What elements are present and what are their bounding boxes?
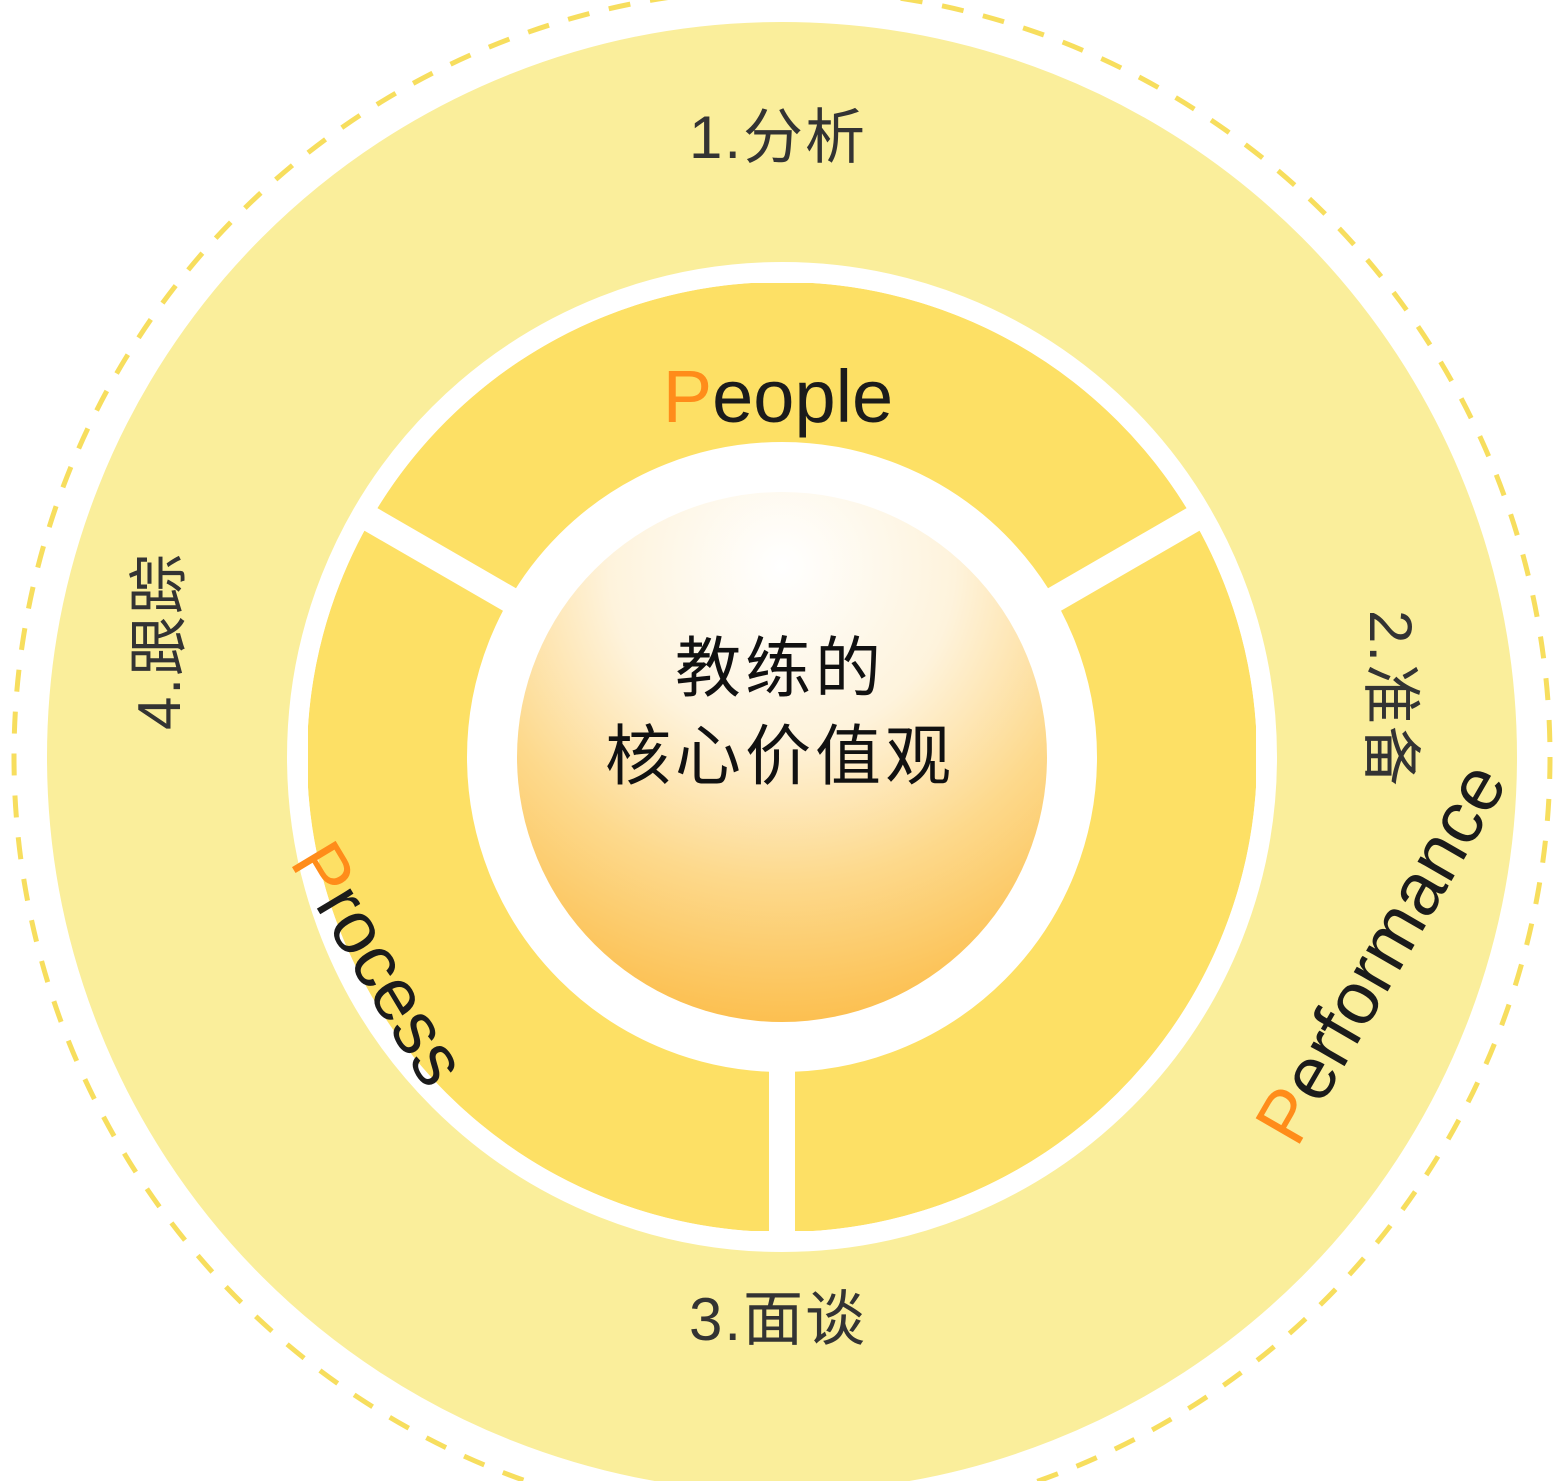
core-values-circle <box>517 492 1047 1022</box>
inner-p-ring <box>307 282 1257 1232</box>
dashed-outline-circle <box>11 0 1553 1481</box>
outer-stage-ring <box>47 22 1517 1481</box>
